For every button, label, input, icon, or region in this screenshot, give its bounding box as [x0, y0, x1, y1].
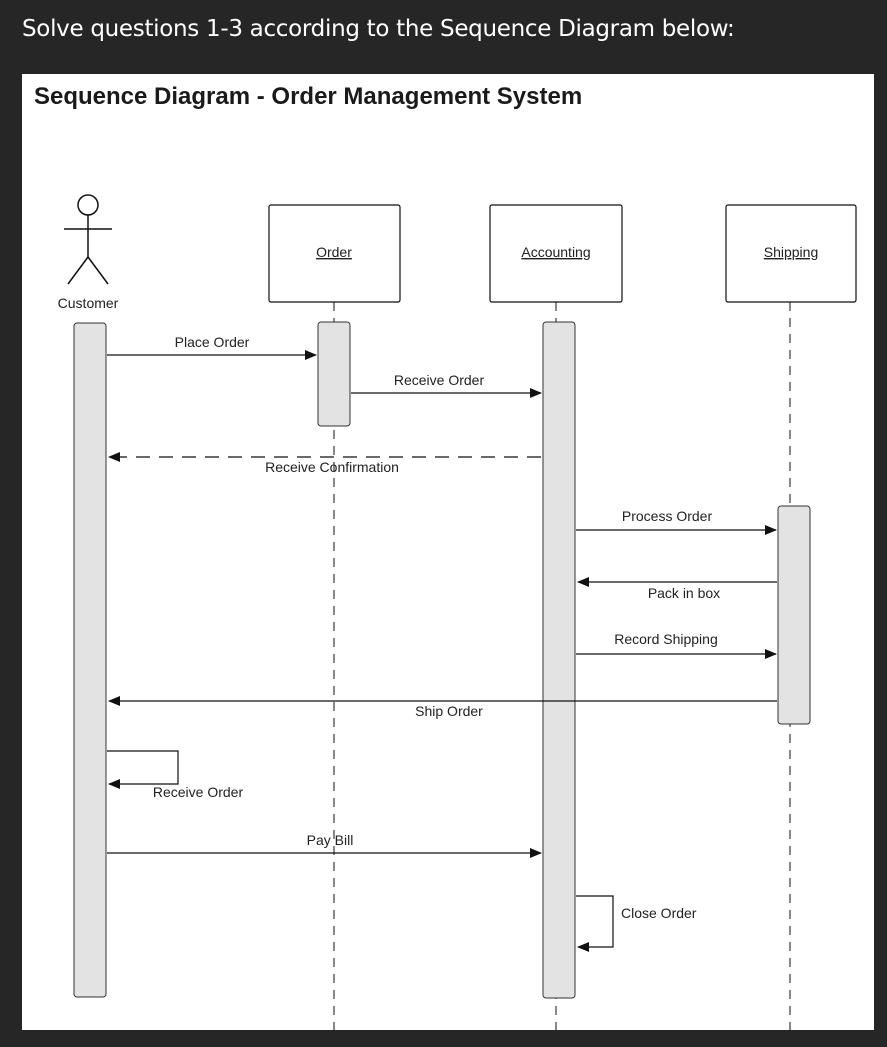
message-close-order-self: Close Order — [576, 895, 697, 952]
order-activation-bar — [317, 321, 351, 427]
order-lifeline-box: Order — [268, 204, 401, 303]
message-label: Receive Confirmation — [265, 459, 399, 475]
customer-activation-bar — [73, 322, 107, 998]
actor-head — [77, 194, 99, 216]
message-label: Record Shipping — [614, 631, 718, 647]
message-label: Close Order — [621, 905, 697, 921]
accounting-lifeline-box: Accounting — [489, 204, 623, 303]
message-label: Receive Order — [394, 372, 485, 388]
message-ship-order: Ship Order — [108, 696, 777, 719]
accounting-label: Accounting — [521, 244, 590, 260]
message-label: Ship Order — [415, 703, 483, 719]
diagram-canvas: Sequence Diagram - Order Management Syst… — [22, 74, 874, 1030]
sequence-diagram: Sequence Diagram - Order Management Syst… — [34, 83, 857, 1030]
order-label: Order — [316, 244, 352, 260]
shipping-label: Shipping — [764, 244, 819, 260]
message-label: Pack in box — [648, 585, 720, 601]
message-record-shipping: Record Shipping — [576, 631, 777, 659]
message-label: Pay Bill — [307, 832, 354, 848]
actor-right-leg — [87, 256, 109, 285]
message-receive-order-self: Receive Order — [107, 750, 244, 800]
message-label: Place Order — [175, 334, 250, 350]
actor-label: Customer — [58, 295, 119, 311]
actor-left-leg — [67, 256, 89, 285]
message-label: Receive Order — [153, 784, 244, 800]
message-pay-bill: Pay Bill — [107, 832, 542, 858]
message-receive-order-accounting: Receive Order — [351, 372, 542, 398]
message-place-order: Place Order — [107, 334, 317, 360]
shipping-activation-bar — [777, 505, 811, 725]
message-label: Process Order — [622, 508, 713, 524]
shipping-lifeline-box: Shipping — [725, 204, 857, 303]
message-pack-in-box: Pack in box — [577, 577, 777, 601]
instruction-heading: Solve questions 1-3 according to the Seq… — [22, 16, 735, 42]
customer-actor: Customer — [58, 194, 119, 311]
accounting-activation-bar — [542, 321, 576, 999]
diagram-title: Sequence Diagram - Order Management Syst… — [34, 83, 582, 110]
message-process-order: Process Order — [576, 508, 777, 535]
message-receive-confirmation: Receive Confirmation — [108, 452, 541, 475]
